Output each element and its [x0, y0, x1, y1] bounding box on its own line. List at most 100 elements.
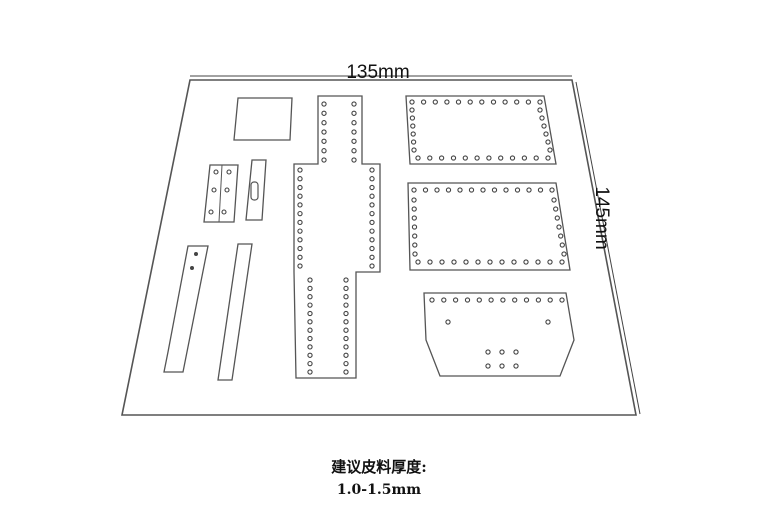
stitch-hole [307, 335, 313, 342]
stitch-hole [409, 107, 415, 113]
top-right-panel-stitch-holes [409, 99, 553, 161]
square-piece [233, 97, 293, 141]
stitch-hole [307, 319, 313, 325]
stitch-hole [321, 110, 327, 116]
stitch-hole [514, 187, 521, 193]
stitch-hole [307, 360, 313, 367]
stitch-hole [369, 263, 375, 269]
stitch-hole [468, 187, 475, 193]
stitch-hole [343, 352, 349, 358]
stitch-hole [411, 224, 418, 230]
stitch-hole [410, 123, 416, 129]
stitch-hole [409, 115, 416, 121]
stitch-hole [307, 285, 313, 292]
stitch-hole [485, 363, 491, 369]
stitch-hole [558, 233, 564, 239]
stitch-hole [343, 310, 349, 317]
stitch-hole [297, 176, 303, 182]
stitch-hole [434, 187, 440, 193]
stitch-hole [445, 187, 452, 193]
stitch-hole [451, 259, 457, 265]
stitch-hole [485, 349, 491, 355]
stitch-hole [457, 187, 463, 193]
stitch-hole [343, 319, 349, 325]
stitch-hole [297, 210, 303, 217]
stitch-hole [462, 155, 468, 161]
stitch-hole [537, 187, 544, 193]
stitch-hole [499, 363, 505, 369]
stitch-hole [412, 242, 418, 248]
leather-thickness-value: 1.0-1.5mm [336, 482, 422, 498]
top-right-panel [405, 95, 557, 165]
angled-strap-piece [163, 245, 209, 373]
stitch-hole [369, 176, 375, 182]
stitch-hole [297, 193, 303, 199]
stitch-hole [307, 310, 313, 317]
stitch-hole [321, 120, 327, 126]
hinge-holes [208, 169, 232, 215]
stitch-hole [411, 215, 417, 221]
stitch-hole [513, 349, 519, 355]
plain-strap-piece [217, 243, 253, 381]
center-body-piece [293, 95, 381, 379]
stitch-hole [427, 259, 433, 265]
stitch-hole [211, 187, 217, 193]
stitch-hole [369, 202, 375, 208]
stitch-hole [369, 184, 375, 191]
stitch-hole [307, 294, 313, 300]
stitch-hole [526, 187, 532, 193]
stitch-hole [464, 297, 471, 303]
stitch-hole [321, 129, 327, 135]
stitch-hole [420, 99, 427, 105]
stitch-hole [545, 139, 551, 145]
stitch-hole [523, 297, 530, 303]
stitch-hole [226, 169, 232, 175]
stitch-hole [450, 155, 457, 161]
stitch-hole [547, 259, 553, 265]
stitch-hole [224, 187, 230, 193]
stitch-hole [547, 147, 553, 153]
stitch-hole [411, 197, 417, 203]
width-dimension-label: 135mm [346, 62, 409, 83]
stitch-hole [545, 155, 551, 161]
stitch-hole [476, 297, 482, 303]
stitch-hole [429, 297, 435, 303]
stitch-hole [500, 297, 506, 303]
stitch-hole [307, 277, 313, 283]
stitch-hole [432, 99, 438, 105]
middle-right-panel-stitch-holes [411, 187, 567, 265]
hinge-fold-line [218, 164, 223, 223]
stitch-hole [438, 155, 445, 161]
stitch-hole [410, 131, 416, 137]
stitch-hole [343, 327, 349, 333]
stitch-hole [499, 259, 505, 265]
stitch-hole [491, 187, 498, 193]
strap-hole [194, 252, 198, 256]
bottom-flap-panel [423, 292, 575, 377]
stitch-hole [351, 138, 357, 144]
stitch-hole [427, 155, 433, 161]
stitch-hole [411, 206, 417, 212]
stitch-hole [321, 157, 327, 163]
stitch-hole [554, 215, 560, 221]
stitch-hole [553, 206, 559, 212]
stitch-hole [543, 131, 549, 137]
stitch-hole [351, 129, 357, 135]
stitch-hole [343, 344, 349, 350]
stitch-hole [369, 219, 375, 226]
stitch-hole [455, 99, 462, 105]
stitch-hole [444, 99, 450, 105]
stitch-hole [297, 219, 303, 226]
stitch-hole [321, 101, 327, 107]
stitch-hole [486, 155, 492, 161]
stitch-hole [411, 147, 417, 153]
middle-right-panel [407, 182, 571, 271]
stitch-hole [321, 138, 327, 144]
stitch-hole [535, 259, 541, 265]
stitch-hole [556, 224, 562, 230]
stitch-hole [488, 297, 494, 303]
stitch-hole [351, 148, 357, 154]
stitch-hole [502, 99, 508, 105]
strap-hole [190, 266, 194, 270]
bottom-flap-stitch-holes [429, 297, 565, 369]
